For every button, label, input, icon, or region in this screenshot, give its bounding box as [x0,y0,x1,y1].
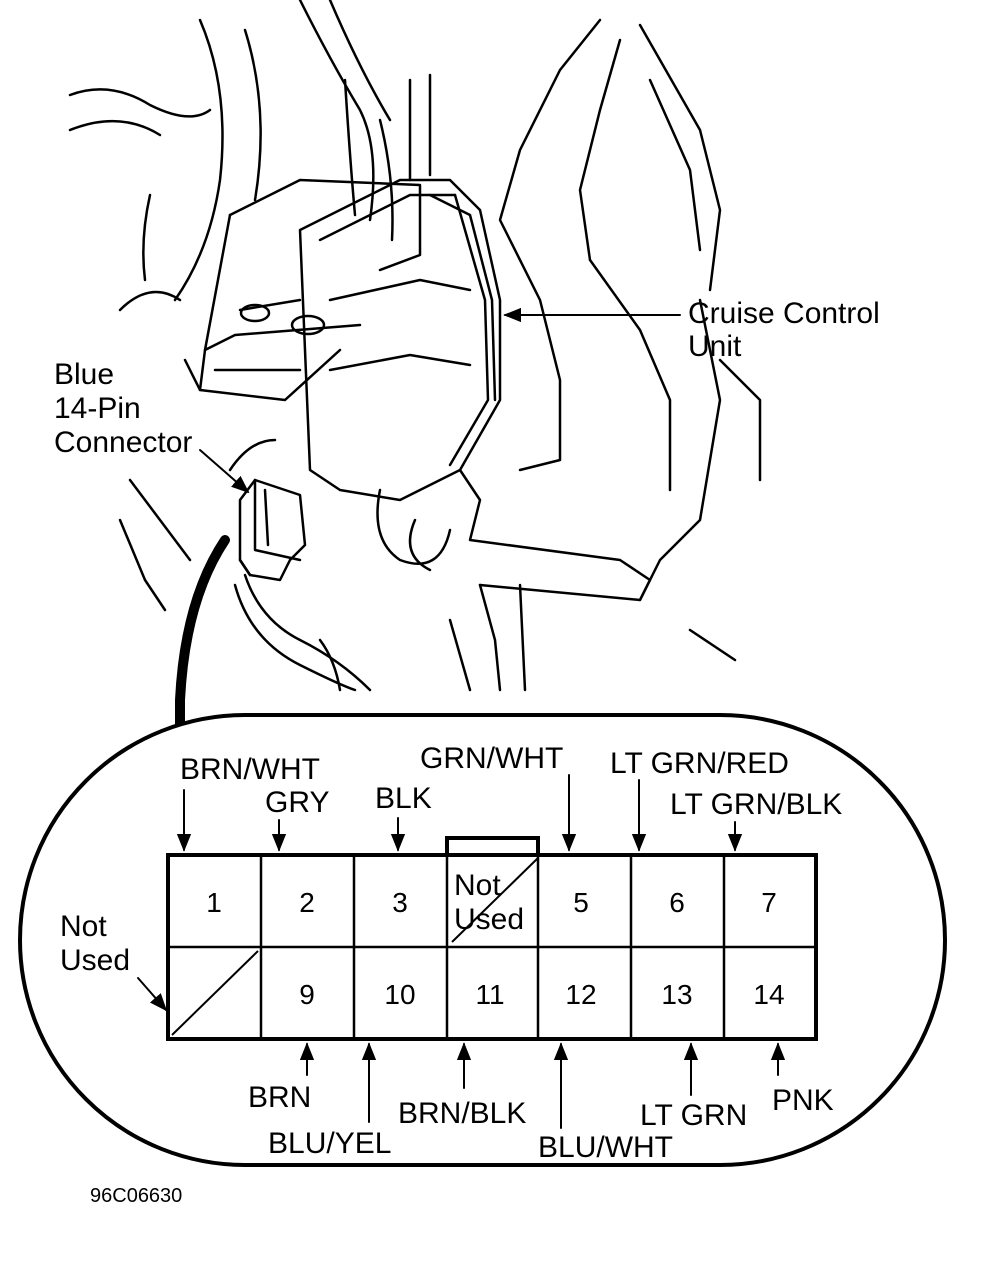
wire-color-pin-9: BRN [248,1081,311,1114]
figure-code: 96C06630 [90,1185,182,1207]
connector-label-line1: Blue [54,358,114,391]
wire-color-pin-12: BLU/WHT [538,1131,673,1164]
wire-color-pin-13: LT GRN [640,1099,747,1132]
not-used-left-line1: Not [60,910,107,943]
not-used-left-arrow [137,977,168,1012]
wire-color-pin-3: BLK [375,782,432,815]
wire-color-pin-1: BRN/WHT [180,753,320,786]
wire-color-pin-10: BLU/YEL [268,1127,391,1160]
connector-label-line3: Connector [54,426,192,459]
top-wire-arrows [176,774,743,852]
pin-7: 7 [761,887,777,918]
connector-face [166,836,818,1041]
wire-color-pin-6: LT GRN/RED [610,747,789,780]
wire-color-pin-2: GRY [265,786,329,819]
pin-9: 9 [299,979,315,1010]
not-used-mid-leader [451,857,539,943]
pin-11: 11 [475,979,504,1010]
unit-label-line1: Cruise Control [688,297,880,330]
connector-leader-arrow [199,449,250,494]
pin-1: 1 [206,887,222,918]
pin-row-bottom: 9 10 11 12 13 14 [299,979,784,1010]
wire-color-pin-5: GRN/WHT [420,742,563,775]
bottom-wire-arrows [299,1042,786,1129]
connector-key-tab [445,836,540,855]
pin-3: 3 [392,887,408,918]
unused-pin-8-slash [171,950,259,1036]
not-used-mid-line2: Used [454,903,524,936]
connector-label-line2: 14-Pin [54,392,141,425]
pin-6: 6 [669,887,685,918]
not-used-left-line2: Used [60,944,130,977]
pin-row-top: 1 2 3 5 6 7 [206,887,777,918]
pin-14: 14 [753,979,784,1010]
wire-color-pin-14: PNK [772,1084,834,1117]
pin-13: 13 [661,979,692,1010]
pin-10: 10 [384,979,415,1010]
not-used-mid-line1: Not [454,869,501,902]
wire-color-pin-7: LT GRN/BLK [670,788,842,821]
pin-12: 12 [565,979,596,1010]
wire-color-pin-11: BRN/BLK [398,1097,526,1130]
connector-face-callout [18,713,947,1167]
dashboard-illustration [68,0,762,740]
pin-2: 2 [299,887,315,918]
pin-5: 5 [573,887,589,918]
unit-label-line2: Unit [688,330,742,363]
